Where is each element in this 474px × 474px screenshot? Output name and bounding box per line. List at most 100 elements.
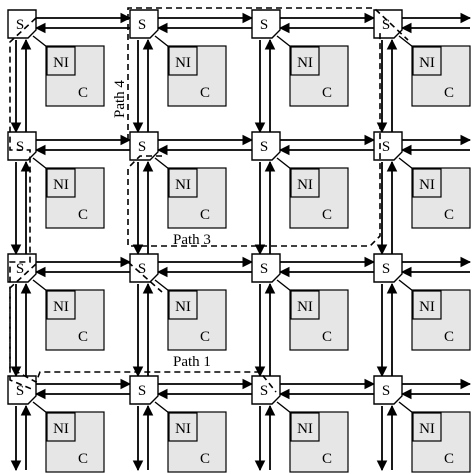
network-interface-label: NI bbox=[53, 177, 69, 193]
links-layer bbox=[10, 12, 472, 472]
core-label: C bbox=[322, 207, 332, 223]
network-interface-block bbox=[290, 290, 320, 320]
core-label: C bbox=[444, 207, 454, 223]
core-label: C bbox=[200, 207, 210, 223]
switch-to-ni-link bbox=[276, 157, 292, 170]
path-3-route bbox=[127, 30, 381, 247]
switch-label: S bbox=[138, 383, 146, 399]
switch-label: S bbox=[138, 17, 146, 33]
network-interface-label: NI bbox=[53, 421, 69, 437]
path-3-label: Path 3 bbox=[173, 232, 211, 248]
core-label: C bbox=[322, 329, 332, 345]
network-interface-block bbox=[412, 168, 442, 198]
cores-layer: NICNICNICNICNICNICNICNICNICNICNICNICNICN… bbox=[32, 35, 471, 473]
network-interface-block bbox=[168, 46, 198, 76]
switch-node bbox=[251, 131, 281, 161]
switch-node bbox=[7, 9, 37, 39]
network-interface-block bbox=[46, 168, 76, 198]
core-label: C bbox=[322, 85, 332, 101]
switch-node bbox=[129, 131, 159, 161]
core-label: C bbox=[78, 329, 88, 345]
network-interface-label: NI bbox=[175, 55, 191, 71]
switch-to-ni-link bbox=[276, 401, 292, 414]
switch-node bbox=[373, 131, 403, 161]
switch-node bbox=[373, 9, 403, 39]
switch-label: S bbox=[260, 261, 268, 277]
network-interface-label: NI bbox=[419, 177, 435, 193]
switch-to-ni-link bbox=[32, 401, 48, 414]
network-interface-label: NI bbox=[297, 421, 313, 437]
path-switch-crossing bbox=[127, 261, 163, 293]
switch-label: S bbox=[260, 139, 268, 155]
network-interface-label: NI bbox=[175, 299, 191, 315]
paths-layer bbox=[9, 7, 409, 393]
network-interface-label: NI bbox=[53, 299, 69, 315]
switch-node bbox=[373, 253, 403, 283]
switch-label: S bbox=[16, 383, 24, 399]
network-interface-block bbox=[412, 290, 442, 320]
switch-to-ni-link bbox=[276, 279, 292, 292]
switch-label: S bbox=[382, 261, 390, 277]
switch-label: S bbox=[260, 17, 268, 33]
switch-to-ni-link bbox=[154, 401, 170, 414]
path-labels: Path 1 Path 3 Path 4 bbox=[112, 80, 211, 370]
network-interface-block bbox=[46, 412, 76, 442]
core-label: C bbox=[78, 451, 88, 467]
switch-node bbox=[129, 9, 159, 39]
switch-to-ni-link bbox=[398, 279, 414, 292]
network-interface-block bbox=[290, 412, 320, 442]
network-interface-block bbox=[46, 290, 76, 320]
core-label: C bbox=[200, 85, 210, 101]
path-1-route bbox=[9, 263, 277, 393]
switch-node bbox=[129, 375, 159, 405]
network-interface-block bbox=[290, 46, 320, 76]
network-interface-label: NI bbox=[175, 421, 191, 437]
path-4-upper-route bbox=[127, 7, 409, 140]
switch-to-ni-link bbox=[154, 279, 170, 292]
switch-to-ni-link bbox=[154, 157, 170, 170]
switch-label: S bbox=[138, 261, 146, 277]
network-interface-block bbox=[412, 46, 442, 76]
switch-node bbox=[251, 253, 281, 283]
core-label: C bbox=[78, 207, 88, 223]
core-label: C bbox=[78, 85, 88, 101]
switch-to-ni-link bbox=[32, 35, 48, 48]
network-interface-block bbox=[168, 168, 198, 198]
core-label: C bbox=[200, 329, 210, 345]
switch-to-ni-link bbox=[398, 35, 414, 48]
switch-label: S bbox=[260, 383, 268, 399]
network-interface-block bbox=[168, 290, 198, 320]
switch-label: S bbox=[16, 261, 24, 277]
switch-label: S bbox=[16, 17, 24, 33]
network-interface-label: NI bbox=[297, 177, 313, 193]
switch-label: S bbox=[382, 139, 390, 155]
core-label: C bbox=[444, 85, 454, 101]
switch-label: S bbox=[138, 139, 146, 155]
switch-node bbox=[373, 375, 403, 405]
switch-label: S bbox=[16, 139, 24, 155]
switch-node bbox=[7, 131, 37, 161]
network-interface-block bbox=[290, 168, 320, 198]
network-interface-label: NI bbox=[419, 421, 435, 437]
switch-node bbox=[251, 375, 281, 405]
switch-node bbox=[7, 375, 37, 405]
switch-node bbox=[129, 253, 159, 283]
switch-label: S bbox=[382, 17, 390, 33]
core-label: C bbox=[444, 329, 454, 345]
switch-to-ni-link bbox=[32, 157, 48, 170]
switch-to-ni-link bbox=[276, 35, 292, 48]
path-4-label: Path 4 bbox=[112, 80, 128, 118]
network-interface-label: NI bbox=[297, 299, 313, 315]
core-label: C bbox=[322, 451, 332, 467]
switch-node bbox=[251, 9, 281, 39]
switch-to-ni-link bbox=[398, 157, 414, 170]
network-interface-label: NI bbox=[419, 55, 435, 71]
switch-to-ni-link bbox=[154, 35, 170, 48]
switch-node bbox=[7, 253, 37, 283]
network-interface-block bbox=[412, 412, 442, 442]
network-interface-label: NI bbox=[53, 55, 69, 71]
path-1-label: Path 1 bbox=[173, 354, 211, 370]
core-label: C bbox=[200, 451, 210, 467]
switch-to-ni-link bbox=[398, 401, 414, 414]
